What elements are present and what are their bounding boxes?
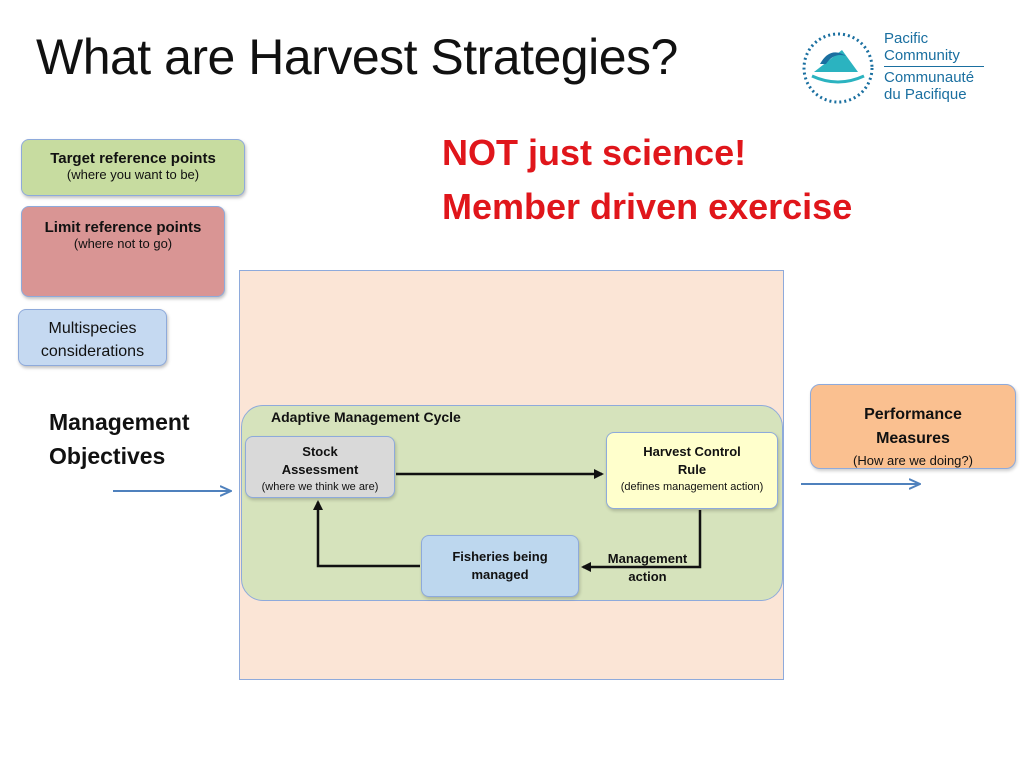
target-reference-points-box: Target reference points (where you want …: [21, 139, 245, 196]
management-objectives-line-1: Management: [49, 409, 190, 435]
stock-assessment-line-1: Stock: [302, 444, 338, 459]
performance-sub: (How are we doing?): [853, 453, 973, 468]
hcr-line-1: Harvest Control: [643, 444, 741, 459]
stock-assessment-node: Stock Assessment (where we think we are): [245, 436, 395, 498]
fisheries-line-1: Fisheries being: [452, 549, 548, 564]
management-objectives-label: Management Objectives: [49, 405, 190, 473]
pacific-community-emblem-icon: [802, 32, 874, 104]
management-action-line-2: action: [628, 569, 667, 584]
management-objectives-line-2: Objectives: [49, 443, 166, 469]
logo-line-3: Communauté: [884, 69, 975, 86]
management-action-label: Management action: [600, 550, 695, 586]
logo-text: Pacific Community Communauté du Pacifiqu…: [884, 30, 984, 103]
multispecies-line-1: Multispecies: [48, 320, 137, 337]
management-action-line-1: Management: [607, 551, 688, 566]
logo-line-2: Community: [884, 47, 960, 64]
limit-reference-points-label: Limit reference points: [44, 219, 202, 236]
fisheries-line-2: managed: [471, 567, 529, 582]
tagline-member-driven: Member driven exercise: [442, 186, 853, 227]
fisheries-being-managed-node: Fisheries being managed: [421, 535, 579, 597]
limit-reference-points-box: Limit reference points (where not to go): [21, 206, 225, 297]
logo-line-1: Pacific: [884, 30, 929, 47]
logo-divider: [884, 66, 984, 67]
hcr-sub: (defines management action): [620, 481, 764, 493]
stock-assessment-line-2: Assessment: [281, 462, 359, 477]
limit-reference-points-sub: (where not to go): [73, 236, 173, 251]
tagline-not-just-science: NOT just science!: [442, 132, 747, 173]
multispecies-considerations-box: Multispecies considerations: [18, 309, 167, 366]
logo-line-4: du Pacifique: [884, 86, 967, 103]
harvest-control-rule-node: Harvest Control Rule (defines management…: [606, 432, 778, 509]
pacific-community-logo: Pacific Community Communauté du Pacifiqu…: [800, 28, 1000, 110]
target-reference-points-label: Target reference points: [50, 150, 216, 167]
target-reference-points-sub: (where you want to be): [66, 167, 200, 182]
multispecies-line-2: considerations: [40, 343, 145, 360]
performance-measures-box: Performance Measures (How are we doing?): [810, 384, 1016, 469]
stock-assessment-sub: (where we think we are): [261, 481, 379, 493]
cycle-title: Adaptive Management Cycle: [271, 409, 461, 425]
performance-line-1: Performance: [864, 406, 962, 423]
hcr-line-2: Rule: [677, 462, 707, 477]
performance-line-2: Measures: [876, 430, 950, 447]
slide-title: What are Harvest Strategies?: [36, 29, 678, 85]
